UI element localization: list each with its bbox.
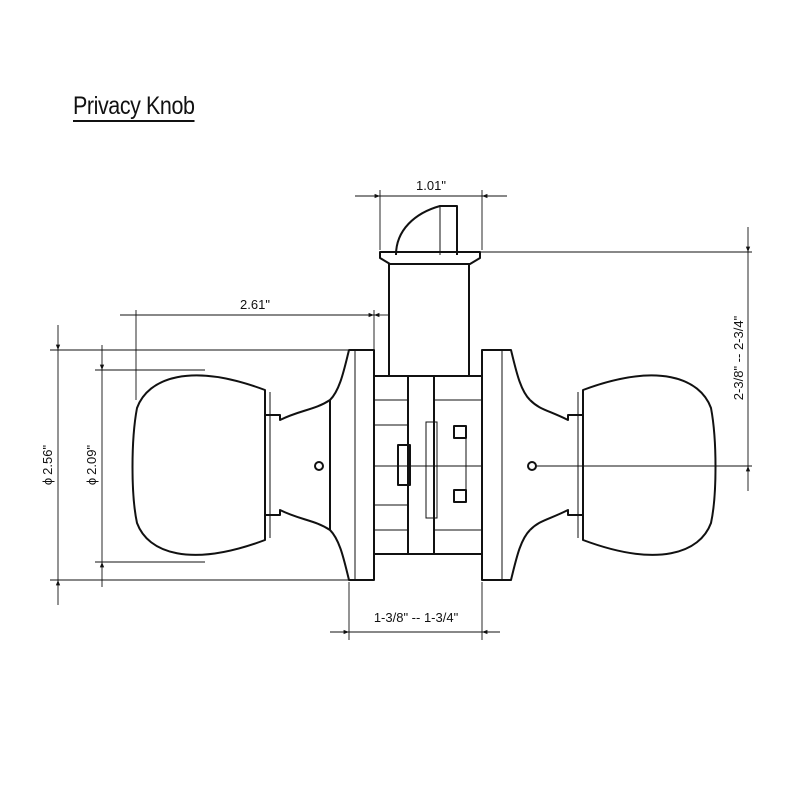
diameter-symbol: ϕ: [40, 478, 55, 485]
left-knob: [131, 374, 331, 556]
privacy-pin-bottom: [453, 489, 467, 503]
chassis-frame: [373, 375, 483, 555]
dim-rose-diameter-group: ϕ 2.56": [40, 445, 55, 486]
dim-rose-diameter-label: 2.56": [40, 445, 55, 475]
right-knob-release-hole: [527, 461, 537, 471]
left-knob-head: [131, 374, 266, 556]
svg-text:ϕ2.56": ϕ 2.56": [40, 445, 55, 486]
lock-chassis: [373, 375, 483, 555]
left-knob-neck: [265, 399, 331, 531]
right-knob-head: [582, 374, 717, 556]
left-rose-body: [329, 349, 375, 581]
privacy-pin-top: [453, 425, 467, 439]
dim-latch-width-label: 1.01": [416, 178, 446, 193]
spindle-block: [397, 444, 411, 486]
dim-projection-label: 2.61": [240, 297, 270, 312]
diameter-symbol: ϕ: [84, 478, 99, 485]
left-rose: [329, 349, 375, 581]
latch-tube: [388, 263, 470, 377]
right-rose-body: [481, 349, 531, 581]
drawing-title: Privacy Knob: [73, 92, 195, 120]
extension-lines: [50, 190, 752, 640]
dim-knob-diameter-label: 2.09": [84, 445, 99, 475]
right-knob-neck: [529, 399, 583, 531]
dim-door-thickness-label: 1-3/8" -- 1-3/4": [374, 610, 459, 625]
dim-knob-diameter-group: ϕ 2.09": [84, 445, 99, 486]
latch-bolt: [395, 205, 458, 256]
right-rose: [481, 349, 531, 581]
dimension-lines: [55, 193, 751, 635]
dim-backset-label: 2-3/8" -- 2-3/4": [731, 315, 746, 400]
left-knob-release-hole: [314, 461, 324, 471]
latch-tail: [407, 375, 435, 555]
right-knob: [527, 374, 717, 556]
svg-text:ϕ2.09": ϕ 2.09": [84, 445, 99, 486]
latch-spindle-slot: [425, 421, 438, 519]
latch-faceplate: [379, 251, 481, 265]
